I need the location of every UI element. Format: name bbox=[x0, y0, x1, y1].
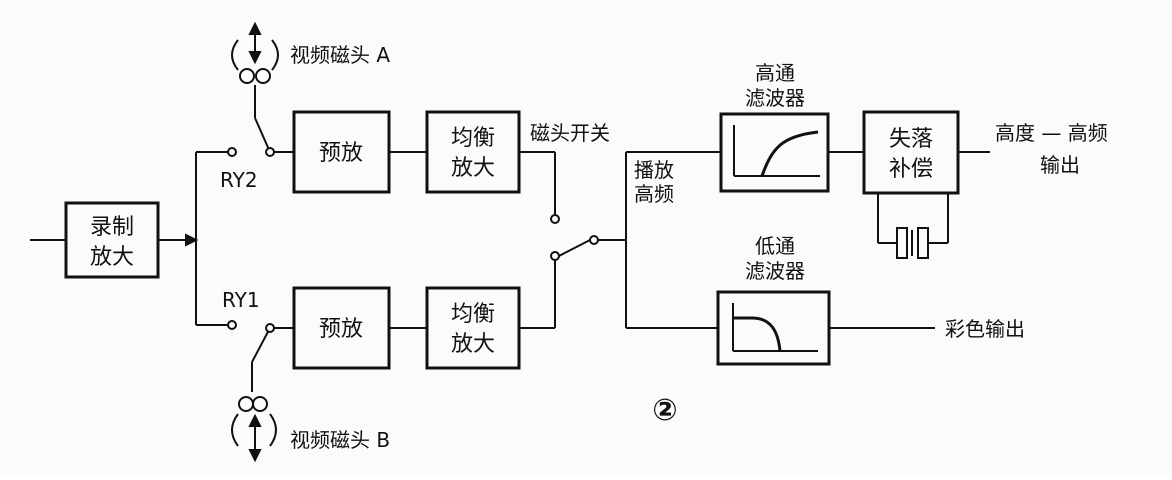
head-b-label: 视频磁头 B bbox=[290, 428, 390, 452]
ry1-label: RY1 bbox=[222, 288, 260, 312]
eq-amp-top-line1: 均衡 bbox=[451, 126, 495, 151]
luma-out-line1: 高度 — 高频 bbox=[995, 121, 1108, 145]
dropout-comp-line2: 补偿 bbox=[889, 157, 933, 182]
preamp-bottom-label: 预放 bbox=[319, 317, 363, 342]
head-a-label: 视频磁头 A bbox=[290, 43, 390, 67]
playback-rf-line2: 高频 bbox=[634, 182, 674, 206]
dropout-comp-block bbox=[862, 110, 960, 195]
preamp-bottom-block bbox=[292, 286, 391, 370]
eq-amp-bottom-line1: 均衡 bbox=[451, 302, 495, 327]
eq-amp-top-line2: 放大 bbox=[451, 156, 495, 181]
video-head-a-icon bbox=[231, 21, 279, 84]
eq-amp-bottom-line2: 放大 bbox=[451, 332, 495, 357]
head-switch-label: 磁头开关 bbox=[530, 121, 610, 145]
lpf-title-line2: 滤波器 bbox=[745, 259, 805, 283]
lpf-response-icon bbox=[732, 303, 818, 352]
switch-contacts bbox=[227, 147, 599, 333]
delay-line-icon bbox=[896, 227, 929, 259]
video-head-b-icon bbox=[231, 396, 277, 463]
luma-out-line2: 输出 bbox=[1040, 153, 1080, 177]
preamp-top-label: 预放 bbox=[319, 141, 363, 166]
eq-amp-bottom-block bbox=[425, 286, 521, 370]
playback-rf-line1: 播放 bbox=[634, 158, 674, 182]
ry2-label: RY2 bbox=[220, 168, 258, 192]
chroma-out-label: 彩色输出 bbox=[945, 317, 1025, 341]
record-amp-block bbox=[64, 201, 160, 279]
record-amp-line1: 录制 bbox=[90, 215, 134, 240]
hpf-title-line2: 滤波器 bbox=[745, 86, 805, 110]
eq-amp-top-block bbox=[425, 110, 521, 194]
record-amp-line2: 放大 bbox=[90, 245, 134, 270]
preamp-top-block bbox=[292, 110, 391, 194]
hpf-response-icon bbox=[733, 125, 820, 177]
lpf-title-line1: 低通 bbox=[755, 234, 795, 258]
figure-number: ② bbox=[652, 393, 677, 428]
dropout-comp-line1: 失落 bbox=[889, 127, 933, 152]
hpf-title-line1: 高通 bbox=[755, 61, 795, 85]
